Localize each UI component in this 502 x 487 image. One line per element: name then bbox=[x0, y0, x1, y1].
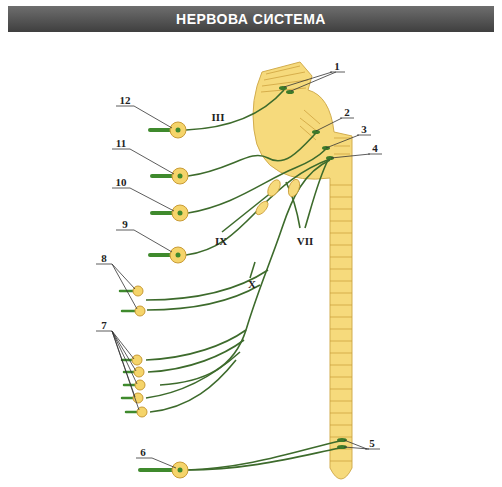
callout-number: 11 bbox=[116, 138, 126, 149]
callout-number: 9 bbox=[122, 219, 128, 230]
callout-number: 2 bbox=[344, 107, 350, 118]
title-banner: НЕРВОВА СИСТЕМА bbox=[8, 6, 494, 32]
ganglia bbox=[132, 122, 188, 478]
ganglion-stems bbox=[140, 130, 176, 470]
callout-number: 7 bbox=[101, 320, 107, 331]
callout-number: III bbox=[212, 112, 225, 123]
callout-number: IX bbox=[215, 236, 227, 247]
callout-number: 8 bbox=[101, 253, 107, 264]
midbrain-hatching bbox=[261, 66, 350, 154]
callout-number: 3 bbox=[361, 124, 367, 135]
spinal-segments bbox=[330, 185, 352, 461]
nerve-fibers bbox=[146, 90, 340, 470]
callout-number: 6 bbox=[140, 447, 146, 458]
nuclei bbox=[279, 86, 347, 449]
callout-number: 4 bbox=[372, 143, 378, 154]
leader-lines bbox=[96, 72, 382, 468]
callout-number: 12 bbox=[120, 95, 131, 106]
sensory-ganglia bbox=[254, 178, 302, 217]
ganglion-cells bbox=[176, 128, 183, 473]
callout-number: X bbox=[248, 279, 256, 290]
callout-number: 1 bbox=[334, 61, 340, 72]
callout-number: 10 bbox=[116, 177, 127, 188]
callout-number: VII bbox=[297, 236, 314, 247]
callout-number: 5 bbox=[369, 438, 375, 449]
title: НЕРВОВА СИСТЕМА bbox=[176, 11, 326, 27]
